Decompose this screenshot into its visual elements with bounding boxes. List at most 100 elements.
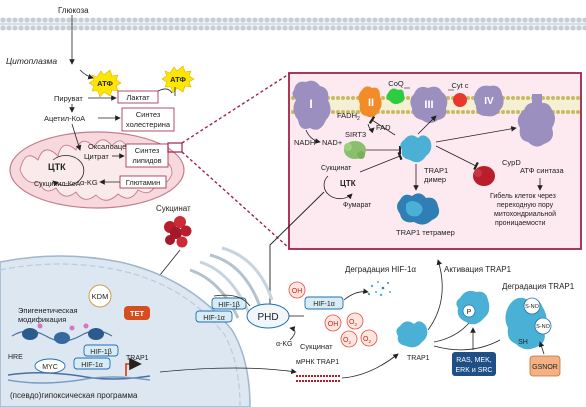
membrane-lipid-head [60, 25, 66, 31]
membrane-lipid-head [0, 25, 6, 31]
membrane-lipid-head [372, 25, 378, 31]
membrane-lipid-head [528, 17, 534, 23]
succinate-cyto-label: Сукцинат [300, 342, 333, 351]
succinate-trap1-link [359, 151, 403, 173]
membrane-lipid-head [96, 25, 102, 31]
cholesterol-box [121, 107, 175, 132]
membrane-lipid-head [348, 17, 354, 23]
trap1-activation-link [433, 321, 471, 343]
hif1a-nucleus-label: HIF-1α [81, 362, 103, 369]
membrane-lipid-head [228, 17, 234, 23]
phd-enzyme: PHD [246, 303, 290, 329]
membrane-lipid-head [516, 25, 522, 31]
trap1-mrna-arrow [159, 367, 297, 375]
inner-membrane-lipid-head [331, 96, 335, 100]
hif-degradation-label: Деградация HIF-1α [345, 265, 416, 274]
acetyl-tca-arrow [71, 123, 82, 151]
membrane-lipid-head [258, 17, 264, 23]
inner-membrane-lipid-head [461, 110, 465, 114]
inner-membrane-lipid-head [506, 96, 510, 100]
membrane-lipid-head [546, 25, 552, 31]
dna-strand-2 [7, 376, 151, 384]
succinate-label: Сукцинат [156, 204, 191, 213]
membrane-lipid-head [456, 25, 462, 31]
membrane-lipid-head [54, 25, 60, 31]
zoom-line-top [181, 73, 290, 144]
membrane-lipid-head [540, 17, 546, 23]
membrane-lipid-head [354, 17, 360, 23]
membrane-lipid-head [576, 17, 582, 23]
gsnor-arrow [538, 341, 545, 355]
inner-membrane-lipid-head [551, 96, 555, 100]
myc-label: MYC [42, 364, 58, 371]
trap1-gene-label: TRAP1 [126, 355, 149, 362]
lipids-box [125, 143, 169, 168]
membrane-lipid-head [324, 17, 330, 23]
membrane-lipid-head [540, 25, 546, 31]
membrane-lipid-head [246, 25, 252, 31]
membrane-lipid-head [516, 17, 522, 23]
mito-tca-label: ЦТК [340, 179, 356, 188]
inner-membrane-lipid-head [381, 96, 385, 100]
membrane-lipid-head [108, 25, 114, 31]
membrane-lipid-head [408, 17, 414, 23]
membrane-lipid-head [462, 17, 468, 23]
cell-death-label-2: переходную пору [497, 202, 554, 209]
membrane-lipid-head [12, 17, 18, 23]
membrane-lipid-head [480, 25, 486, 31]
inner-membrane-lipid-head [341, 110, 345, 114]
membrane-lipid-head [216, 17, 222, 23]
membrane-lipid-head [384, 25, 390, 31]
hif-degradation-arrow [343, 288, 369, 301]
hif1a-oh-label: HIF-1α [313, 301, 335, 308]
inner-membrane-lipid-head [331, 110, 335, 114]
inner-membrane-lipid-head [336, 96, 340, 100]
inner-membrane-lipid-head [511, 110, 515, 114]
membrane-lipid-head [0, 17, 6, 23]
atp-synthase [517, 94, 555, 147]
membrane-lipid-head [402, 17, 408, 23]
membrane-lipid-head [276, 25, 282, 31]
kdm-label: KDM [92, 292, 109, 301]
membrane-lipid-head [312, 25, 318, 31]
cypd [473, 166, 495, 186]
inner-membrane-lipid-head [561, 96, 565, 100]
membrane-lipid-head [444, 17, 450, 23]
o2-label-2: O2 [343, 337, 351, 345]
acetyl-coa-label: Ацетил-КоА [44, 114, 85, 123]
membrane-lipid-head [144, 17, 150, 23]
tca-succinyl-label: Сукцинил-КоА [34, 181, 81, 188]
membrane-lipid-head [390, 17, 396, 23]
phospho-label: P [467, 309, 472, 316]
membrane-lipid-head [168, 25, 174, 31]
membrane-lipid-head [126, 17, 132, 23]
membrane-lipid-head [312, 17, 318, 23]
membrane-lipid-head [570, 17, 576, 23]
membrane-lipid-head [120, 25, 126, 31]
cypd-label: CypD [502, 158, 521, 167]
membrane-lipid-head [90, 17, 96, 23]
hif-nucleus-arrow [213, 294, 251, 307]
oh-label-2: OH [328, 321, 339, 328]
phd-label: PHD [257, 312, 278, 323]
complex-4-label: IV [484, 96, 494, 107]
inner-membrane-lipid-head [506, 110, 510, 114]
fadh2-fad-arrow [367, 123, 375, 134]
complex-4: IV [474, 85, 504, 117]
cell-death-label-4: проницаемости [495, 220, 546, 227]
membrane-lipid-head [198, 25, 204, 31]
membrane-lipid-head [66, 25, 72, 31]
membrane-lipid-head [558, 17, 564, 23]
membrane-lipid-head [72, 17, 78, 23]
membrane-lipid-head [12, 25, 18, 31]
mito-succinate-label: Сукцинат [321, 165, 352, 172]
inner-membrane-lipid-head [446, 110, 450, 114]
plasma-membrane [0, 17, 586, 31]
atp-synthase-label: АТФ синтаза [520, 166, 564, 175]
membrane-lipid-head [558, 25, 564, 31]
membrane-lipid-head [270, 17, 276, 23]
membrane-lipid-head [462, 25, 468, 31]
trap1-nitrosylated: S-NO S-NO SH [505, 297, 552, 350]
membrane-lipid-head [78, 25, 84, 31]
